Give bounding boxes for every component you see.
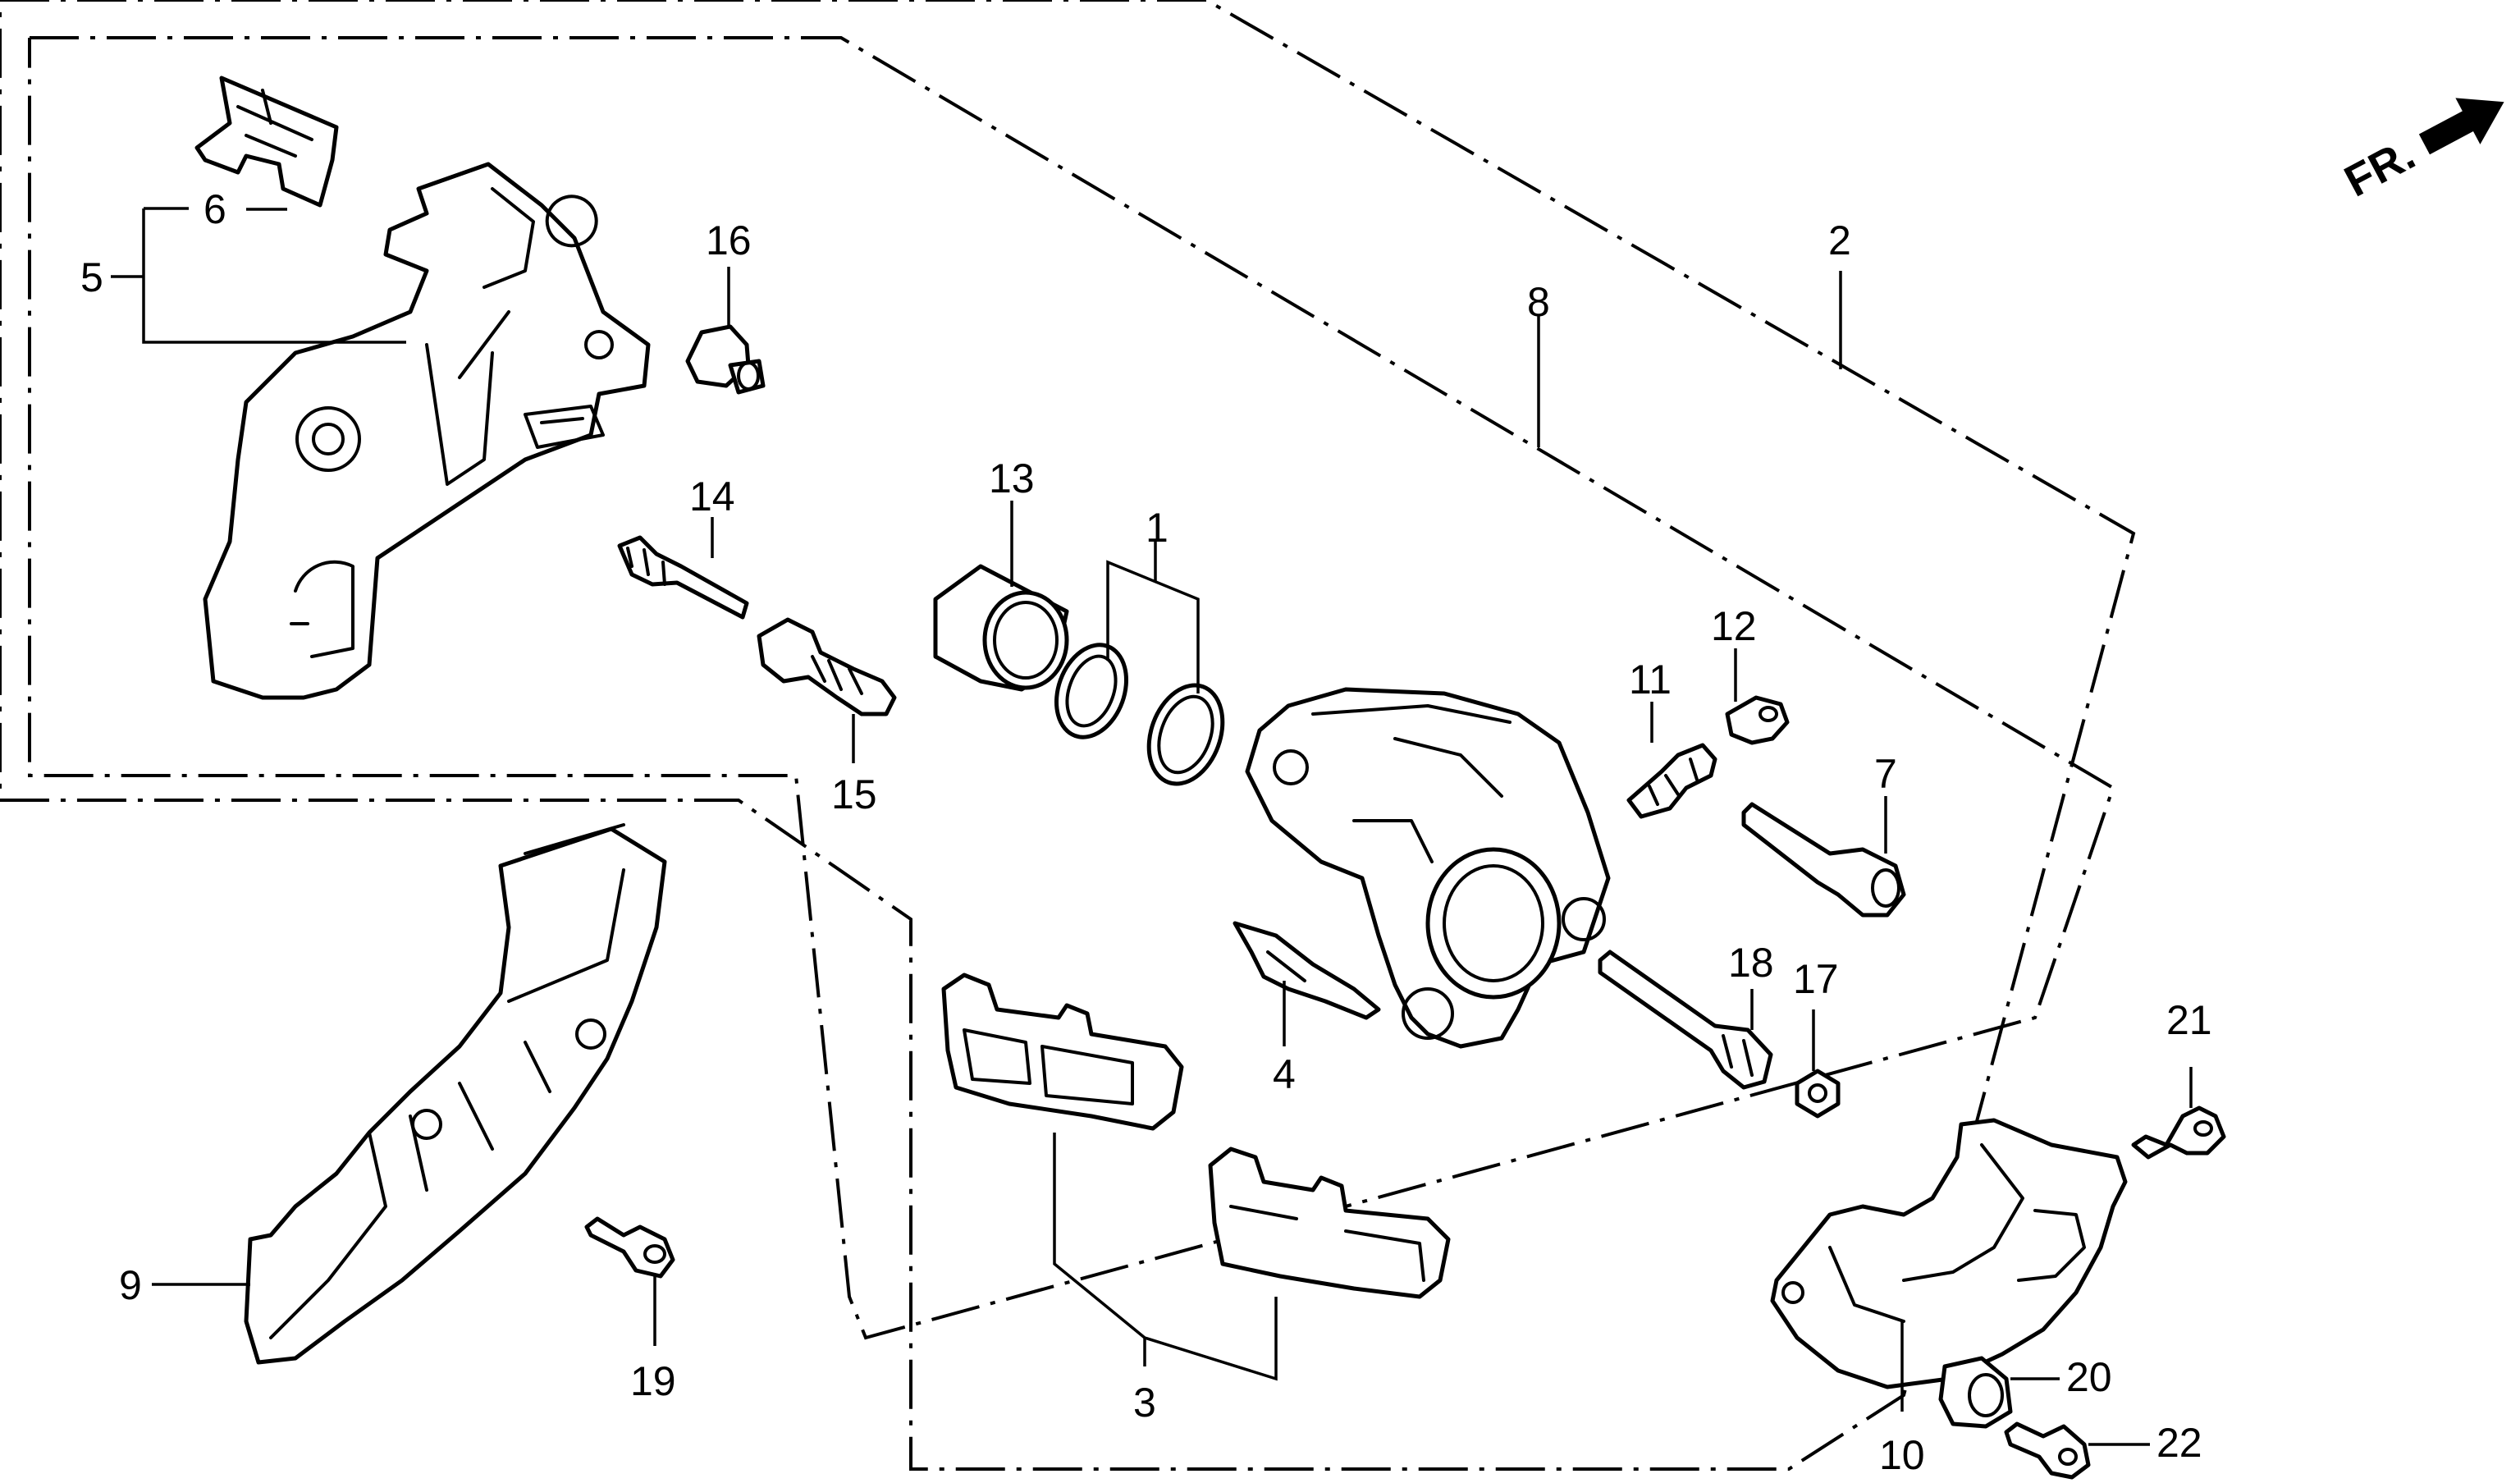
disc-cover xyxy=(244,823,667,1365)
pin-bolt xyxy=(757,617,897,716)
slide-pin xyxy=(1741,802,1906,918)
callout-10: 10 xyxy=(1879,1432,1925,1478)
outer-assembly-boundary xyxy=(0,0,2136,1471)
callout-9: 9 xyxy=(119,1262,142,1308)
caliper-piston xyxy=(933,564,1069,692)
cover-bolt xyxy=(584,1216,675,1279)
front-direction-marker: FR. xyxy=(2337,98,2504,207)
arrow-icon xyxy=(2418,98,2504,155)
caliper-bracket xyxy=(203,162,651,700)
callout-21: 21 xyxy=(2166,997,2212,1043)
guard-bolt-lower xyxy=(2004,1421,2091,1480)
brake-pad-inner xyxy=(1208,1147,1451,1299)
callout-5: 5 xyxy=(80,254,103,300)
bleeder-valve xyxy=(1626,743,1717,819)
callout-2: 2 xyxy=(1828,217,1851,263)
callout-11: 11 xyxy=(1629,657,1672,703)
callout-17: 17 xyxy=(1793,956,1839,1002)
callout-15: 15 xyxy=(831,771,877,817)
lower-nut xyxy=(1795,1069,1841,1119)
bracket-boot xyxy=(685,324,766,395)
callout-3: 3 xyxy=(1133,1380,1156,1426)
callout-13: 13 xyxy=(989,455,1035,501)
pad-spring xyxy=(194,76,339,208)
callout-4: 4 xyxy=(1273,1051,1296,1097)
pad-retainer xyxy=(1233,921,1381,1020)
bleeder-cap xyxy=(1725,695,1790,745)
callout-19: 19 xyxy=(630,1358,676,1404)
bleeder-style-pin xyxy=(617,535,749,620)
guard-collar xyxy=(1938,1356,2013,1429)
assembly-boundaries xyxy=(0,0,2136,1471)
caliper-assembly-boundary xyxy=(28,36,2115,1340)
brake-pad-outer xyxy=(941,973,1184,1131)
callout-8: 8 xyxy=(1527,279,1550,325)
callout-7: 7 xyxy=(1874,751,1897,797)
callout-labels: 1 2 3 4 5 6 7 8 9 10 11 12 13 14 15 16 1… xyxy=(80,186,2212,1478)
callout-20: 20 xyxy=(2066,1354,2112,1400)
callout-16: 16 xyxy=(706,217,752,263)
callout-6: 6 xyxy=(204,186,226,232)
callout-12: 12 xyxy=(1711,603,1757,649)
leader-lines xyxy=(111,207,2193,1446)
caliper-guard xyxy=(1770,1118,2128,1389)
callout-18: 18 xyxy=(1728,940,1774,986)
slide-pin-lower xyxy=(1598,950,1773,1090)
front-label: FR. xyxy=(2337,130,2423,207)
caliper-body xyxy=(1245,687,1611,1049)
callout-14: 14 xyxy=(689,474,735,520)
guard-bolt-upper xyxy=(2131,1105,2226,1160)
piston-seal-set xyxy=(1054,643,1225,786)
callout-1: 1 xyxy=(1146,505,1169,551)
callout-22: 22 xyxy=(2156,1420,2202,1466)
